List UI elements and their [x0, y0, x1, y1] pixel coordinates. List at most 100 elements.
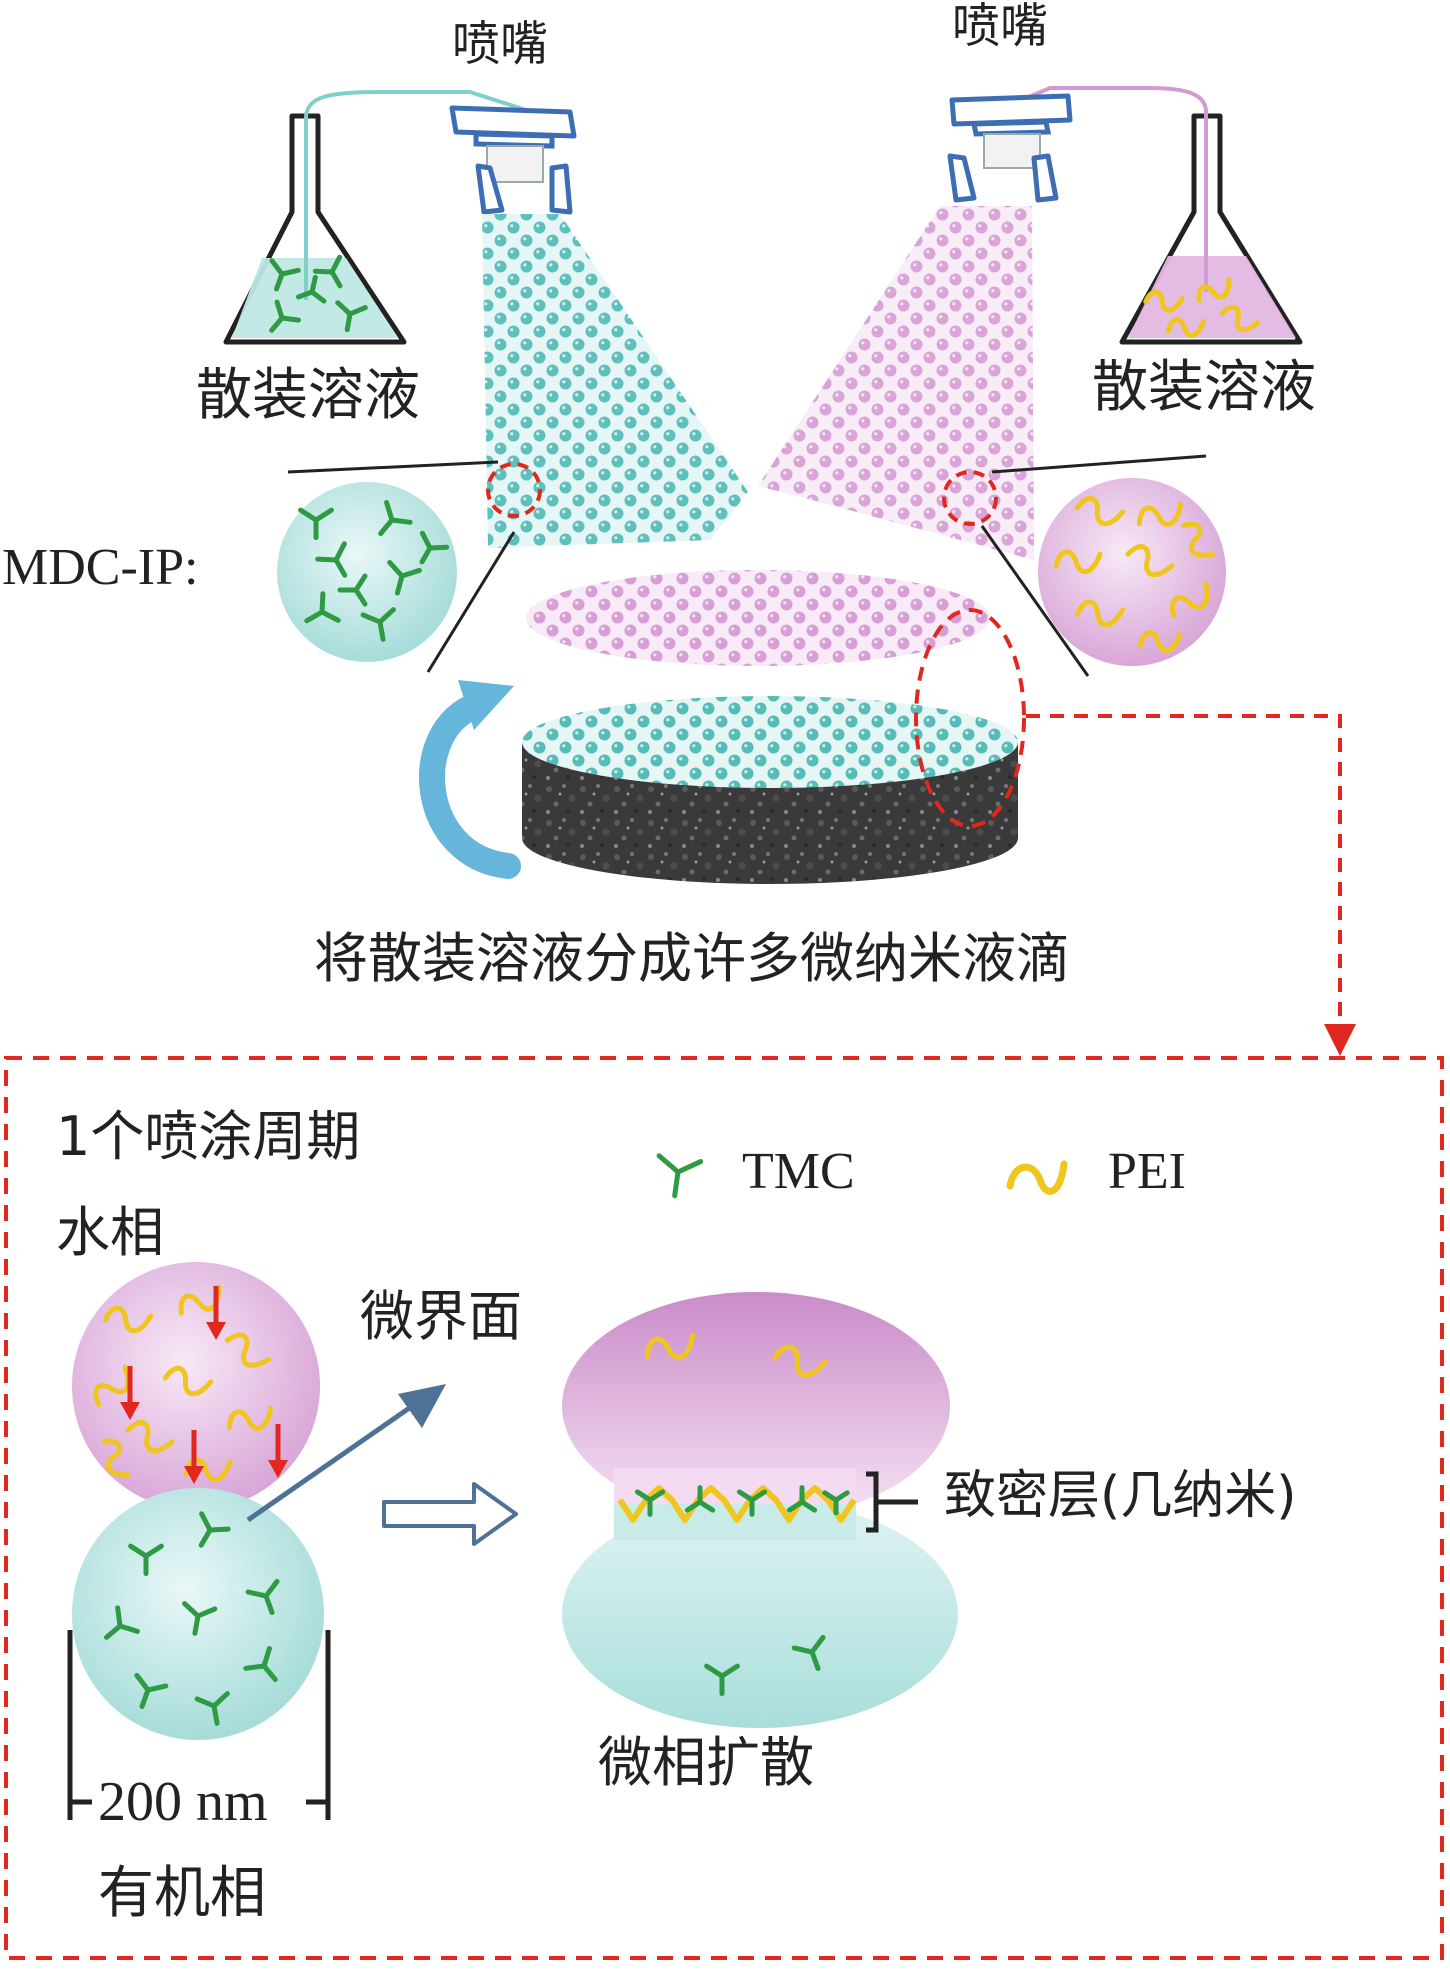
zoom-marker-left [486, 462, 542, 518]
pei-chain-icon [183, 1457, 233, 1482]
feed-tube-right [1001, 86, 1208, 292]
curved-arrow-icon [419, 680, 521, 879]
pei-chain-icon [226, 1405, 274, 1431]
tmc-molecule-icon [337, 573, 368, 607]
pei-chain-icon [1219, 304, 1261, 333]
scale-bar-label: 200 nm [98, 1771, 268, 1833]
tmc-molecule-icon [378, 500, 413, 536]
tmc-molecule-icon [387, 559, 422, 596]
aqueous-phase-label: 水相 [56, 1201, 164, 1264]
tmc-molecule-icon [704, 1663, 740, 1697]
pei-chain-icon [1136, 501, 1184, 527]
flask-left-icon [223, 113, 407, 345]
pei-chain-icon [1125, 544, 1175, 578]
tmc-molecule-icon [736, 1489, 768, 1517]
tmc-molecule-icon [269, 258, 301, 292]
pei-chain-icon [1074, 495, 1126, 527]
tmc-molecule-icon [298, 507, 334, 541]
legend-pei-icon [1006, 1160, 1068, 1195]
tmc-molecule-icon [198, 1511, 231, 1548]
detail-box [4, 1056, 1444, 1960]
method-label: MDC-IP: [2, 539, 199, 596]
tmc-molecule-icon [791, 1634, 826, 1672]
flask-right-icon [1119, 113, 1303, 345]
aqueous-sphere [72, 1262, 320, 1510]
pei-chain-icon [644, 1332, 696, 1360]
micro-interface-arrowhead [398, 1384, 446, 1428]
nozzle-left-icon [449, 105, 577, 215]
pei-chain-icon [125, 1420, 175, 1454]
dense-layer-bracket [866, 1471, 918, 1533]
nozzle-right-icon [947, 93, 1073, 203]
pei-chain-icon [162, 1365, 214, 1397]
nozzle-left-label: 喷嘴 [452, 16, 549, 72]
pei-chain-icon [772, 1344, 828, 1378]
diffusion-arrow-icon [206, 1286, 226, 1340]
pink-droplet-layer [526, 570, 990, 666]
tmc-molecule-icon [245, 1578, 280, 1616]
zoom-circle-pink [1038, 478, 1226, 666]
spray-cone-teal [482, 214, 748, 548]
pei-chain-icon [1053, 549, 1103, 574]
tmc-molecule-icon [360, 607, 396, 642]
tmc-molecule-icon [312, 254, 343, 289]
tmc-molecule-icon [304, 591, 341, 624]
tmc-molecule-icon [315, 541, 348, 578]
detail-connector-arrow [1026, 714, 1356, 1056]
pei-chain-icon [1137, 630, 1183, 653]
micro-interface-label: 微界面 [360, 1285, 522, 1348]
pei-chain-icon [1170, 581, 1210, 619]
zoom-line-right-bottom [980, 525, 1090, 677]
tmc-molecule-icon [134, 1672, 169, 1710]
spray-cycle-label: 1个喷涂周期 [56, 1105, 361, 1168]
molecule-layer [93, 254, 1261, 1726]
top-caption: 将散装溶液分成许多微纳米液滴 [314, 927, 1070, 990]
pei-chain-icon [1165, 317, 1207, 338]
pei-chain-icon [101, 1438, 131, 1478]
zoom-marker-right [942, 470, 998, 526]
hollow-arrow-icon [382, 1482, 518, 1546]
tmc-molecule-icon [104, 1605, 140, 1640]
pei-chain-icon [1074, 599, 1126, 628]
pei-chain-icon [102, 1305, 154, 1334]
tmc-molecule-icon [269, 299, 302, 333]
legend-pei-label: PEI [1108, 1143, 1186, 1200]
substrate-disc [522, 696, 1018, 884]
feed-tube-left [304, 90, 533, 300]
pei-chain-icon [1180, 521, 1216, 558]
micro-phase-diffusion-label: 微相扩散 [598, 1731, 814, 1794]
legend-tmc-icon [656, 1153, 704, 1199]
diffusion-arrow-icon [184, 1430, 204, 1484]
zoom-line-right-top [991, 454, 1207, 474]
dense-layer-label: 致密层(几纳米) [944, 1466, 1297, 1526]
tmc-molecule-icon [194, 1691, 230, 1726]
tmc-molecule-icon [295, 274, 327, 304]
bulk-solution-right-label: 散装溶液 [1092, 355, 1316, 420]
bulk-solution-left-label: 散装溶液 [196, 363, 420, 428]
tmc-molecule-icon [128, 1543, 164, 1577]
diffusion-arrow-icon [120, 1366, 140, 1420]
tmc-molecule-icon [656, 1153, 704, 1199]
pink-droplet [562, 1292, 950, 1520]
tmc-molecule-icon [684, 1485, 716, 1513]
teal-droplet [562, 1500, 958, 1728]
diffusion-arrow-icon [268, 1424, 288, 1478]
zoom-circle-teal [277, 482, 457, 662]
zoom-line-left-bottom [426, 531, 516, 673]
pei-chain-icon [1143, 289, 1185, 313]
tmc-molecule-icon [822, 1490, 850, 1516]
tmc-molecule-icon [335, 300, 368, 333]
tmc-molecule-icon [786, 1485, 818, 1513]
tmc-molecule-icon [243, 1646, 278, 1682]
zoom-line-left-top [287, 460, 499, 474]
nozzle-right-label: 喷嘴 [952, 0, 1049, 54]
zoom-marker-membrane-edge [914, 608, 1026, 828]
legend-tmc-label: TMC [742, 1143, 855, 1200]
polyamide-chain [617, 1485, 857, 1523]
pei-chain-icon [1196, 276, 1232, 304]
organic-phase-label: 有机相 [98, 1861, 266, 1926]
tmc-molecule-icon [634, 1489, 666, 1517]
tmc-molecule-icon [182, 1601, 218, 1636]
